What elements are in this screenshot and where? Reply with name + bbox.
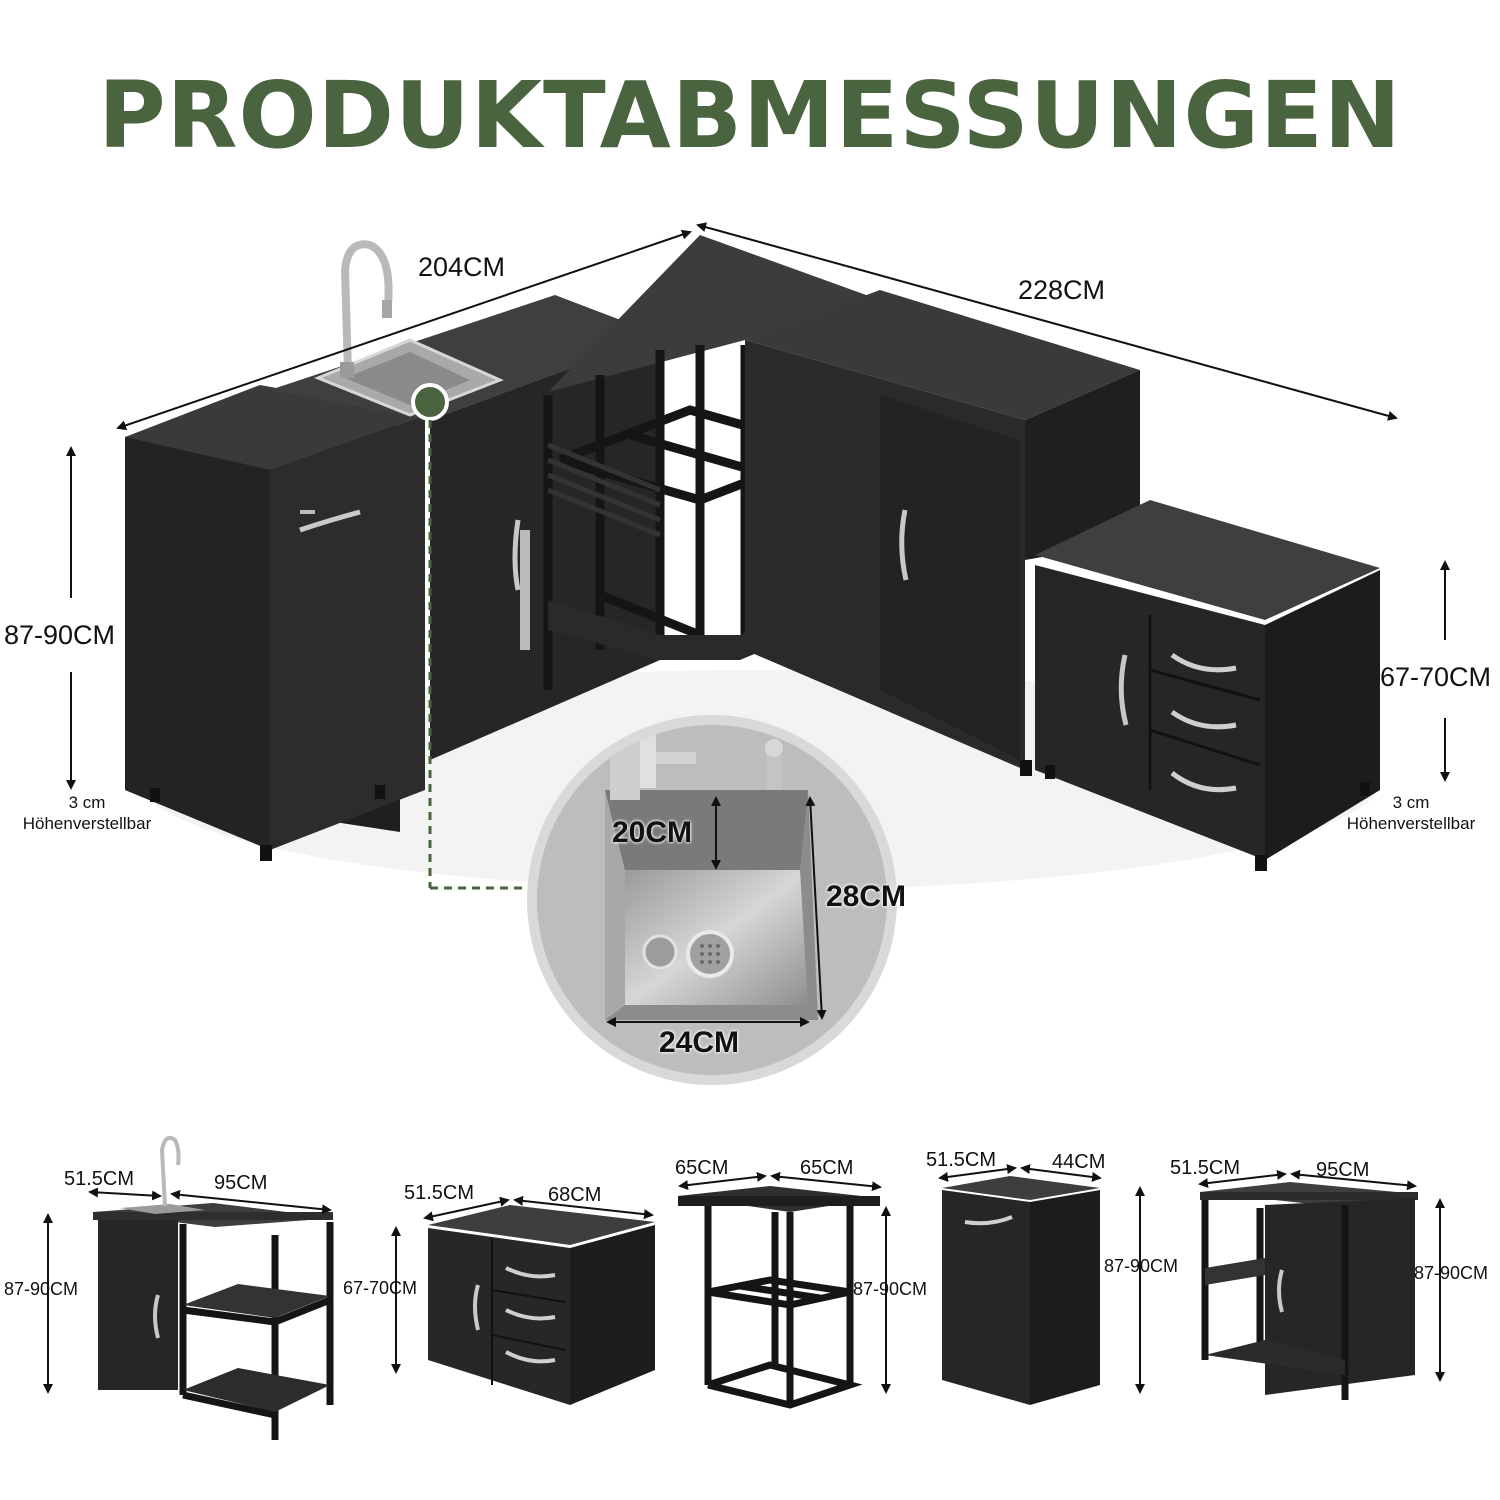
module-dimension-lines [43, 1164, 1445, 1394]
module-1-depth: 51.5CM [64, 1168, 135, 1190]
module-4-height: 87-90CM [1104, 1256, 1179, 1276]
sink-detail-zoom [527, 715, 897, 1085]
module-3-illustration [678, 1186, 880, 1409]
module-2-depth: 51.5CM [404, 1182, 475, 1204]
module-2-illustration [428, 1205, 655, 1405]
module-1-illustration [93, 1136, 335, 1440]
module-5-width: 95CM [1316, 1159, 1370, 1181]
module-3-width: 65CM [800, 1157, 854, 1179]
module-5-depth: 51.5CM [1170, 1157, 1241, 1179]
module-4-width: 44CM [1052, 1151, 1106, 1173]
sink-callout-connector [411, 383, 545, 890]
sink-depth-label: 20CM [612, 816, 693, 849]
module-5-height: 87-90CM [1414, 1263, 1489, 1283]
module-3-depth: 65CM [675, 1157, 729, 1179]
module-1-height: 87-90CM [4, 1279, 79, 1299]
module-5-illustration [1200, 1182, 1418, 1400]
height-left-label: 87-90CM [4, 620, 116, 650]
sink-width-label: 24CM [659, 1026, 740, 1059]
adjust-left-text: Höhenverstellbar [22, 814, 152, 833]
module-2-height: 67-70CM [343, 1278, 418, 1298]
module-1-width: 95CM [214, 1172, 268, 1194]
adjust-right-text: Höhenverstellbar [1346, 814, 1476, 833]
page-title: PRODUKTABMESSUNGEN [98, 62, 1402, 169]
adjust-left-note: 3 cm Höhenverstellbar [2, 792, 172, 834]
width-left-label: 204CM [418, 252, 506, 282]
module-4-illustration [942, 1176, 1100, 1405]
width-right-label: 228CM [1018, 275, 1106, 305]
height-right-label: 67-70CM [1380, 662, 1492, 692]
main-dimension-lines [66, 222, 1450, 790]
module-3-height: 87-90CM [853, 1279, 928, 1299]
sink-length-label: 28CM [826, 880, 907, 913]
module-4-depth: 51.5CM [926, 1149, 997, 1171]
module-2-width: 68CM [548, 1184, 602, 1206]
low-drawer-cabinet [1035, 500, 1380, 871]
adjust-right-note: 3 cm Höhenverstellbar [1326, 792, 1496, 834]
adjust-left-value: 3 cm [68, 793, 106, 812]
adjust-right-value: 3 cm [1392, 793, 1430, 812]
